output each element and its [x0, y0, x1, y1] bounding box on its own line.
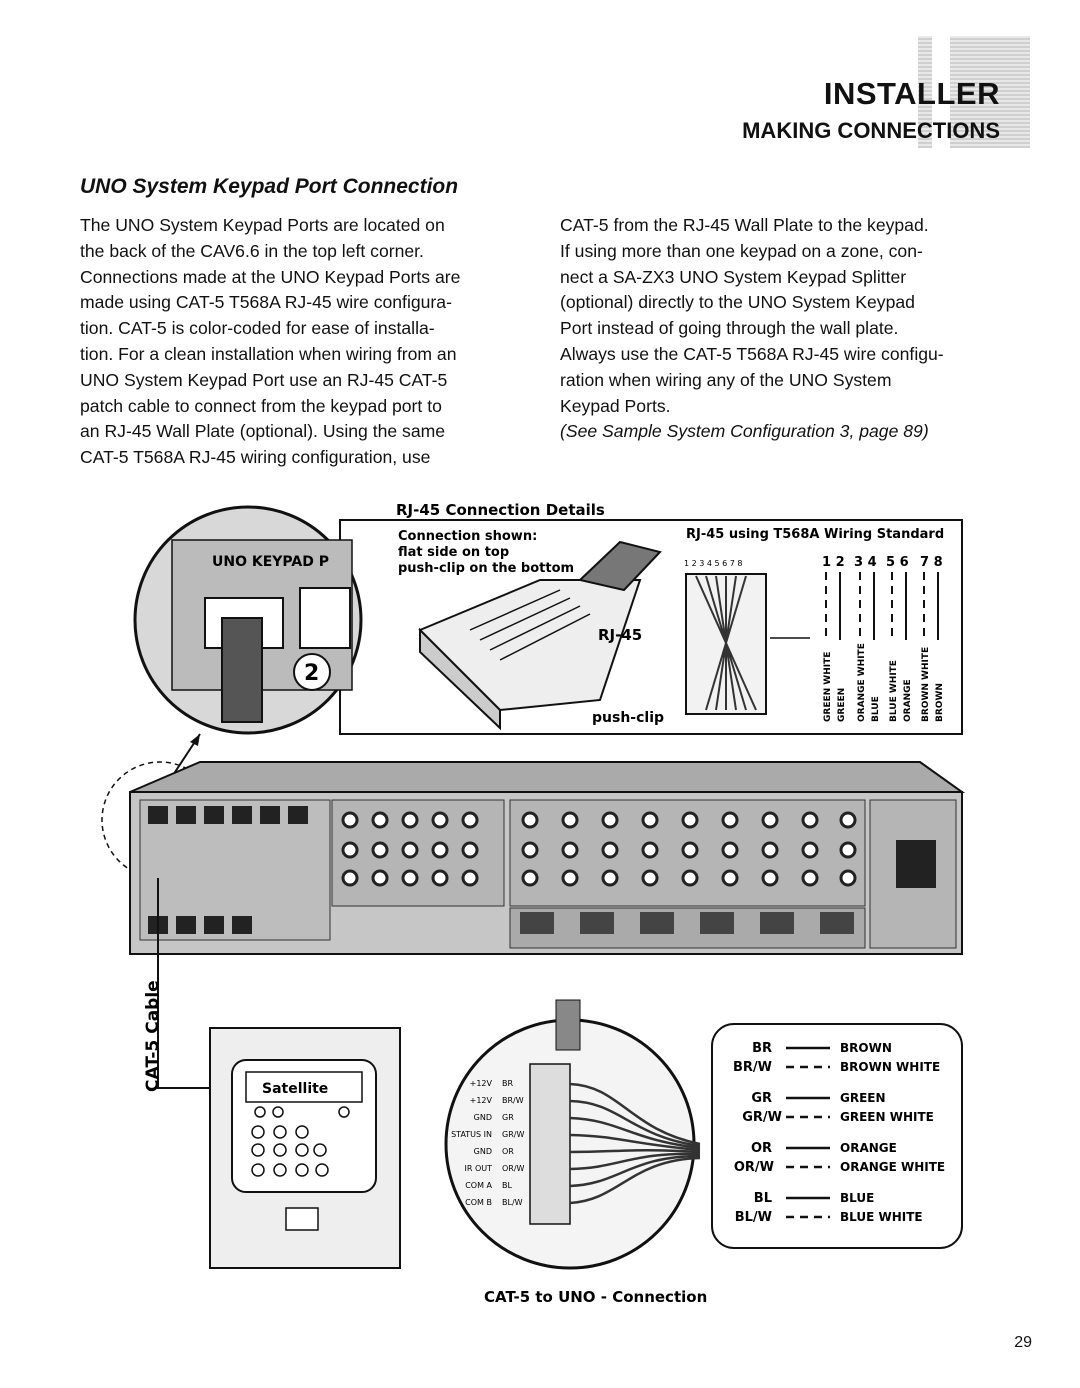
terminal-code: GR/W — [502, 1130, 524, 1139]
body-line: nect a SA-ZX3 UNO System Keypad Splitter — [560, 266, 907, 287]
pin-pair: 1 2 — [822, 555, 845, 570]
push-clip-label: push-clip — [592, 710, 664, 726]
terminal-label: GND — [474, 1147, 492, 1156]
terminal-code: BL — [502, 1181, 512, 1190]
body-line: the back of the CAV6.6 in the top left c… — [80, 240, 424, 261]
terminal-label: +12V — [470, 1079, 493, 1088]
body-line: CAT-5 from the RJ-45 Wall Plate to the k… — [560, 215, 929, 235]
rj45-plug-drawing — [418, 540, 810, 731]
legend-code: BR — [752, 1041, 772, 1056]
connection-shown-label: Connection shown: — [398, 529, 537, 544]
body-line: CAT-5 T568A RJ-45 wiring configuration, … — [80, 447, 431, 468]
flat-side-label: flat side on top — [398, 545, 509, 560]
body-line: Port instead of going through the wall p… — [560, 318, 899, 339]
terminal-code: BR — [502, 1079, 513, 1088]
pin-wire-lines — [825, 572, 939, 640]
legend-code: BR/W — [733, 1060, 772, 1075]
body-line: UNO System Keypad Port use an RJ-45 CAT-… — [80, 369, 448, 390]
reference-link[interactable]: (See Sample System Configuration 3, page… — [560, 421, 929, 442]
wire-color-label: BROWN WHITE — [921, 647, 931, 722]
terminal-code: OR — [502, 1147, 514, 1156]
wire-color-label: BLUE WHITE — [889, 660, 899, 722]
terminal-code: GR — [502, 1113, 514, 1122]
legend-name: GREEN — [840, 1091, 886, 1105]
wire-color-label: GREEN WHITE — [823, 652, 833, 722]
terminal-label: IR OUT — [465, 1164, 493, 1173]
pin-pair: 7 8 — [920, 555, 943, 570]
uno-terminal-zoom — [444, 999, 696, 1270]
arrowhead-icon — [190, 734, 200, 746]
body-line: The UNO System Keypad Ports are located … — [80, 215, 445, 235]
legend-code: OR/W — [734, 1160, 774, 1175]
terminal-label: COM B — [465, 1198, 492, 1207]
push-clip-bottom-label: push-clip on the bottom — [398, 561, 574, 576]
body-line: tion. CAT-5 is color-coded for ease of i… — [80, 318, 435, 339]
keypad-port-zoom — [133, 505, 363, 735]
terminal-label: COM A — [465, 1181, 492, 1190]
cat5-cable-label: CAT-5 Cable — [143, 980, 163, 1092]
legend-code: GR/W — [742, 1110, 782, 1125]
legend-name: BROWN WHITE — [840, 1060, 940, 1074]
wire-bundle — [569, 1082, 701, 1205]
wire-color-label: GREEN — [837, 688, 847, 722]
legend-name: BROWN — [840, 1041, 892, 1055]
cat5-cable-line — [157, 878, 210, 1089]
legend-code: OR — [751, 1141, 772, 1156]
subsection-header: MAKING CONNECTIONS — [742, 118, 1000, 143]
rj45-label: RJ-45 — [598, 626, 642, 644]
color-legend-box — [711, 1023, 963, 1249]
wire-color-label: ORANGE — [903, 679, 913, 722]
legend-name: BLUE — [840, 1191, 874, 1205]
pin-numbers: 1 2 3 4 5 6 7 8 — [684, 559, 743, 568]
body-line: ration when wiring any of the UNO System — [560, 369, 892, 390]
body-line: Connections made at the UNO Keypad Ports… — [80, 266, 461, 287]
connection-figure: RJ-45 Connection Details Connection show… — [101, 501, 966, 1306]
body-line: If using more than one keypad on a zone,… — [560, 240, 923, 261]
terminal-code: BR/W — [502, 1096, 524, 1105]
body-line: made using CAT-5 T568A RJ-45 wire config… — [80, 292, 452, 313]
legend-name: GREEN WHITE — [840, 1110, 934, 1124]
wire-color-label: BLUE — [871, 696, 881, 722]
wiring-standard-label: RJ-45 using T568A Wiring Standard — [686, 527, 944, 542]
right-column: CAT-5 from the RJ-45 Wall Plate to the k… — [560, 213, 1000, 445]
keypad-screen-text: Satellite — [262, 1081, 328, 1097]
terminal-label: STATUS IN — [451, 1130, 492, 1139]
article-title: UNO System Keypad Port Connection — [80, 175, 459, 198]
pin-pair: 3 4 — [854, 555, 877, 570]
body-line: Keypad Ports. — [560, 395, 671, 416]
terminal-code: BL/W — [502, 1198, 523, 1207]
keypad-port-label: UNO KEYPAD P — [212, 554, 329, 570]
figure-caption: CAT-5 to UNO - Connection — [484, 1288, 707, 1306]
cav66-back-panel — [129, 761, 966, 955]
body-line: (optional) directly to the UNO System Ke… — [560, 292, 915, 313]
body-line: tion. For a clean installation when wiri… — [80, 343, 457, 364]
terminal-label: +12V — [470, 1096, 493, 1105]
uno-keypad — [209, 1027, 401, 1269]
installer-logo-block — [918, 36, 1030, 148]
pin-pair: 5 6 — [886, 555, 909, 570]
legend-code: BL/W — [735, 1210, 772, 1225]
wire-color-label: ORANGE WHITE — [857, 643, 867, 722]
legend-name: BLUE WHITE — [840, 1210, 923, 1224]
terminal-code: OR/W — [502, 1164, 525, 1173]
body-line: Always use the CAT-5 T568A RJ-45 wire co… — [560, 343, 944, 364]
section-header: INSTALLER — [823, 76, 1000, 111]
left-column: The UNO System Keypad Ports are located … — [80, 213, 520, 471]
wire-color-label: BROWN — [935, 683, 945, 722]
legend-name: ORANGE WHITE — [840, 1160, 945, 1174]
body-line: patch cable to connect from the keypad p… — [80, 395, 442, 416]
rj45-details-title: RJ-45 Connection Details — [396, 501, 605, 519]
page-number: 29 — [1014, 1334, 1032, 1351]
zone-number: 2 — [304, 661, 319, 686]
terminal-label: GND — [474, 1113, 492, 1122]
legend-code: BL — [754, 1191, 772, 1206]
body-line: an RJ-45 Wall Plate (optional). Using th… — [80, 421, 446, 442]
legend-code: GR — [751, 1091, 772, 1106]
legend-name: ORANGE — [840, 1141, 897, 1155]
